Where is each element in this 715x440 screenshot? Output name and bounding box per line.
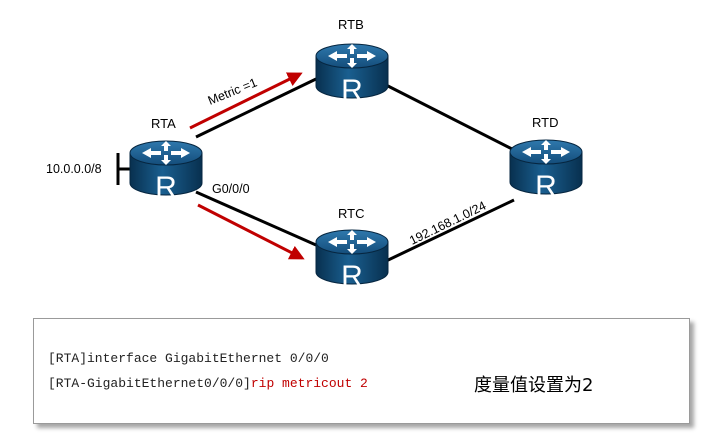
cli-config-box: [RTA]interface GigabitEthernet 0/0/0 [RT…	[33, 318, 690, 424]
links	[116, 77, 515, 264]
router-label-rta: RTA	[151, 116, 176, 131]
arrow-rta-to-rtb	[189, 72, 303, 130]
router-rtb: R	[315, 43, 389, 107]
link-rtc-rtd	[383, 198, 515, 264]
router-label-rtc: RTC	[338, 206, 364, 221]
cli-line-metricout: [RTA-GigabitEthernet0/0/0]rip metricout …	[48, 376, 368, 391]
link-rta-rtb	[195, 77, 317, 139]
interface-label: G0/0/0	[212, 182, 250, 196]
cli-line-interface: [RTA]interface GigabitEthernet 0/0/0	[48, 351, 329, 366]
router-glyph: R	[535, 170, 557, 203]
router-rta: R	[129, 140, 203, 204]
cli-command: rip metricout 2	[250, 376, 368, 391]
link-rta-rtc	[195, 190, 317, 247]
router-glyph: R	[341, 260, 363, 293]
arrows	[189, 72, 305, 260]
router-glyph: R	[155, 171, 177, 204]
router-label-rtd: RTD	[532, 115, 558, 130]
arrow-rta-to-rtc	[197, 203, 305, 260]
subnet-label: 192.168.1.0/24	[407, 199, 488, 248]
network-label: 10.0.0.0/8	[46, 162, 102, 176]
router-rtc: R	[315, 229, 389, 293]
cli-note: 度量值设置为2	[474, 375, 594, 396]
router-rtd: R	[509, 139, 583, 203]
cli-prompt: [RTA-GigabitEthernet0/0/0]	[48, 376, 251, 391]
network-topology-diagram: R R R R RTA RTB RTC RTD 10.0.0.0/8 Metri…	[46, 17, 583, 293]
link-rtb-rtd	[383, 82, 515, 152]
router-label-rtb: RTB	[338, 17, 364, 32]
router-glyph: R	[341, 74, 363, 107]
metric-label: Metric =1	[206, 75, 259, 107]
